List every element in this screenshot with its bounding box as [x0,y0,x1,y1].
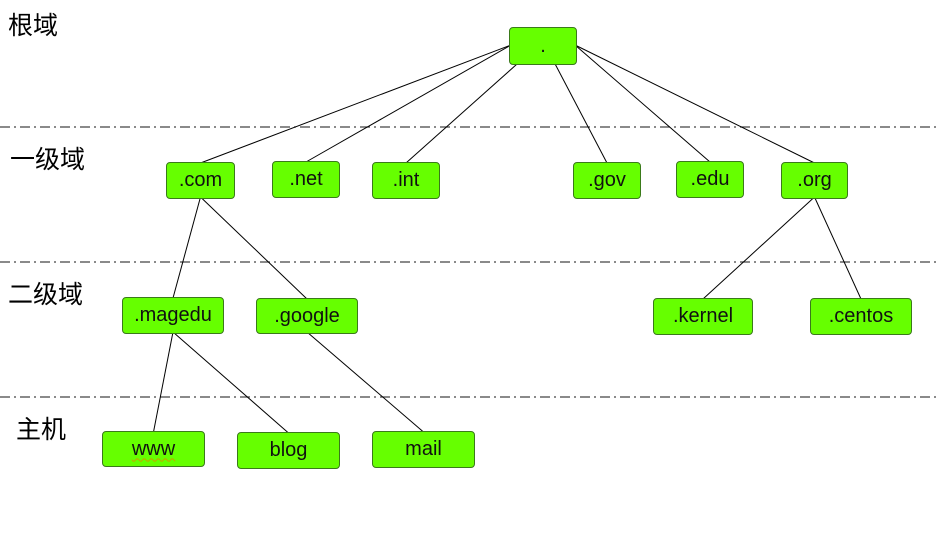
edge-root-com [200,44,512,164]
level-label-root: 根域 [8,11,59,40]
edge-magedu-blog [172,331,289,434]
edge-root-org [574,44,815,164]
edges-group [153,44,862,434]
edge-org-kernel [702,196,815,300]
level-label-host: 主机 [16,415,67,444]
node-blog: blog [237,432,340,469]
node-root: . [509,27,577,65]
level-label-sld: 二级域 [8,280,84,309]
edge-com-magedu [172,196,201,299]
edge-root-gov [545,46,608,164]
node-www: www [102,431,205,467]
edge-root-net [305,44,512,163]
node-centos: .centos [810,298,912,335]
node-gov: .gov [573,162,641,199]
edge-org-centos [814,196,862,300]
edge-com-google [200,196,308,300]
node-magedu: .magedu [122,297,224,334]
node-net: .net [272,161,340,198]
node-kernel: .kernel [653,298,753,335]
edge-google-mail [306,331,424,433]
node-int: .int [372,162,440,199]
node-com: .com [166,162,235,199]
node-org: .org [781,162,848,199]
edge-root-edu [574,44,711,163]
node-google: .google [256,298,358,334]
level-label-tld: 一级域 [10,145,86,174]
node-edu: .edu [676,161,744,198]
edge-magedu-www [153,331,174,433]
node-mail: mail [372,431,475,468]
edge-root-int [405,46,537,164]
